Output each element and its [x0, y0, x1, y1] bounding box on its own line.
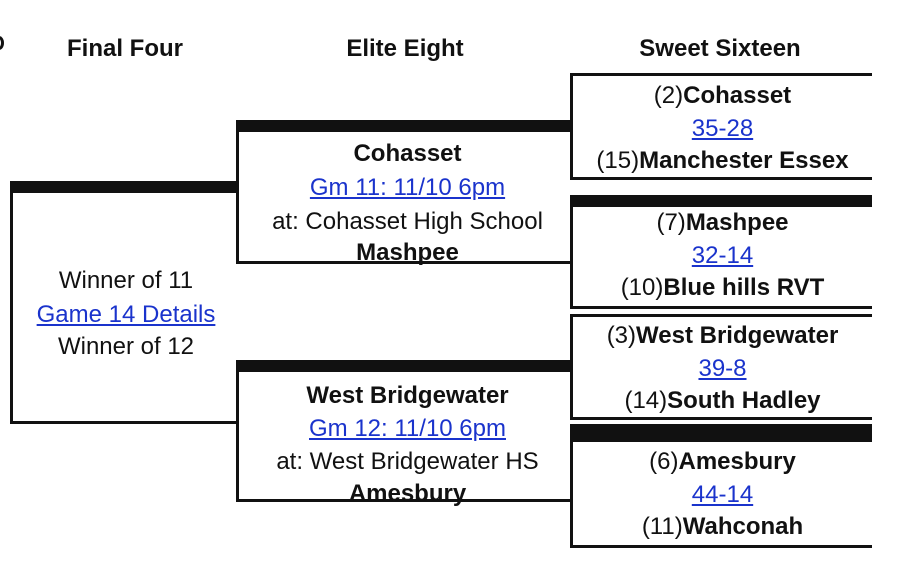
final-four-box: Winner of 11 Game 14 Details Winner of 1… — [10, 181, 239, 424]
matchup-top-team: (6)Amesbury — [649, 448, 796, 475]
score-link[interactable]: 44-14 — [691, 481, 754, 508]
matchup-bottom-team: (15)Manchester Essex — [596, 147, 849, 174]
final-four-top-team: Winner of 11 — [58, 267, 194, 294]
score-link[interactable]: 35-28 — [691, 115, 754, 142]
sweet-sixteen-matchup-1: (2)Cohasset 35-28 (15)Manchester Essex — [570, 73, 872, 180]
header-elite-eight: Elite Eight — [346, 35, 464, 62]
elite-eight-bottom-team: Amesbury — [348, 480, 467, 507]
elite-eight-venue: at: Cohasset High School — [272, 208, 543, 235]
matchup-top-team: (7)Mashpee — [656, 209, 789, 236]
elite-eight-game-11: Cohasset Gm 11: 11/10 6pm at: Cohasset H… — [236, 120, 576, 266]
header-sweet-sixteen: Sweet Sixteen — [639, 35, 801, 62]
sweet-sixteen-matchup-3: (3)West Bridgewater 39-8 (14)South Hadle… — [570, 314, 872, 420]
elite-eight-venue: at: West Bridgewater HS — [276, 448, 539, 475]
final-four-bottom-team: Winner of 12 — [57, 333, 195, 360]
elite-eight-game-12: West Bridgewater Gm 12: 11/10 6pm at: We… — [236, 360, 576, 507]
matchup-top-team: (3)West Bridgewater — [606, 322, 839, 349]
matchup-bottom-team: (10)Blue hills RVT — [620, 274, 825, 301]
score-link[interactable]: 32-14 — [691, 242, 754, 269]
header-final-four: Final Four — [67, 35, 183, 62]
matchup-top-team: (2)Cohasset — [653, 82, 792, 109]
game-14-details-link[interactable]: Game 14 Details — [36, 301, 216, 328]
score-link[interactable]: 39-8 — [698, 355, 747, 382]
partial-glyph-icon — [0, 36, 4, 50]
game-12-link[interactable]: Gm 12: 11/10 6pm — [309, 415, 506, 442]
matchup-bottom-team: (14)South Hadley — [624, 387, 821, 414]
elite-eight-top-team: West Bridgewater — [306, 382, 509, 409]
sweet-sixteen-matchup-4: (6)Amesbury 44-14 (11)Wahconah — [570, 424, 872, 548]
elite-eight-top-team: Cohasset — [353, 140, 462, 167]
elite-eight-bottom-team: Mashpee — [356, 239, 459, 266]
matchup-bottom-team: (11)Wahconah — [641, 513, 804, 540]
game-11-link[interactable]: Gm 11: 11/10 6pm — [309, 174, 506, 201]
sweet-sixteen-matchup-2: (7)Mashpee 32-14 (10)Blue hills RVT — [570, 195, 872, 309]
